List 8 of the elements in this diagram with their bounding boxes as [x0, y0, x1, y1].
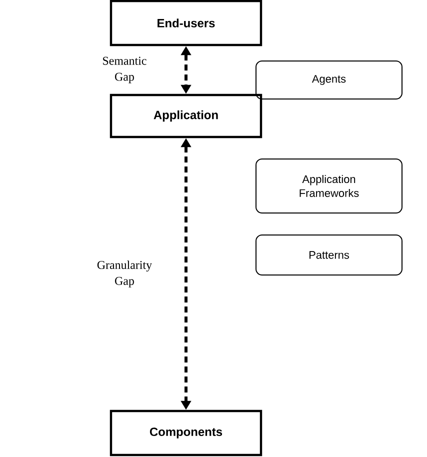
- rounded-box: Application Frameworks: [256, 158, 402, 214]
- edge-label: Granularity Gap: [97, 260, 152, 288]
- rounded-box: Patterns: [256, 234, 402, 276]
- component-box: End-users: [110, 0, 262, 46]
- component-box: Application: [110, 94, 262, 138]
- component-box: Components: [110, 410, 262, 456]
- edge-label: Semantic Gap: [103, 56, 146, 84]
- rounded-box: Agents: [256, 60, 402, 100]
